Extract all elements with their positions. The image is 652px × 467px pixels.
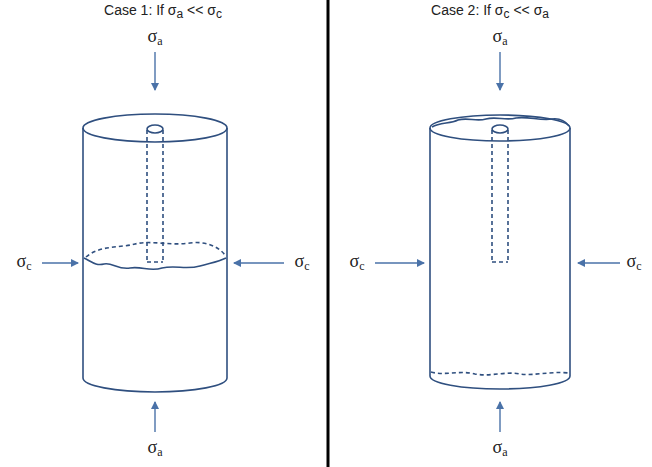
- divider: [327, 0, 330, 467]
- cylinder-bottom: [83, 378, 227, 392]
- stress-label: σa: [492, 438, 507, 459]
- cylinder-top: [83, 114, 227, 142]
- cylinder-bottom: [430, 376, 570, 389]
- stress-label: σa: [492, 27, 507, 48]
- fracture-bottom: [431, 372, 569, 375]
- notch-top: [147, 125, 163, 133]
- load-arrow: [499, 52, 500, 90]
- cylinder-side: [226, 128, 228, 378]
- load-arrow: [499, 402, 500, 432]
- load-arrow: [154, 52, 155, 90]
- stress-label: σc: [294, 252, 309, 273]
- cylinder-side: [429, 128, 431, 376]
- case-heading: Case 1: If σa << σc: [104, 3, 222, 21]
- load-arrow: [42, 262, 78, 263]
- cylinder-side: [82, 128, 84, 378]
- fracture-top: [432, 118, 569, 127]
- stress-label: σc: [16, 252, 31, 273]
- notch-top: [492, 125, 508, 133]
- load-arrow: [154, 402, 155, 432]
- load-arrow: [375, 262, 424, 263]
- stress-label: σc: [349, 252, 364, 273]
- fracture-back: [86, 243, 225, 257]
- cylinder-side: [569, 128, 571, 376]
- stress-label: σc: [626, 252, 641, 273]
- fracture-front: [84, 258, 226, 269]
- load-arrow: [234, 262, 284, 263]
- stress-label: σa: [147, 438, 162, 459]
- stress-label: σa: [147, 27, 162, 48]
- case-heading: Case 2: If σc << σa: [431, 3, 549, 21]
- load-arrow: [578, 262, 620, 263]
- cylinder-top: [430, 115, 570, 141]
